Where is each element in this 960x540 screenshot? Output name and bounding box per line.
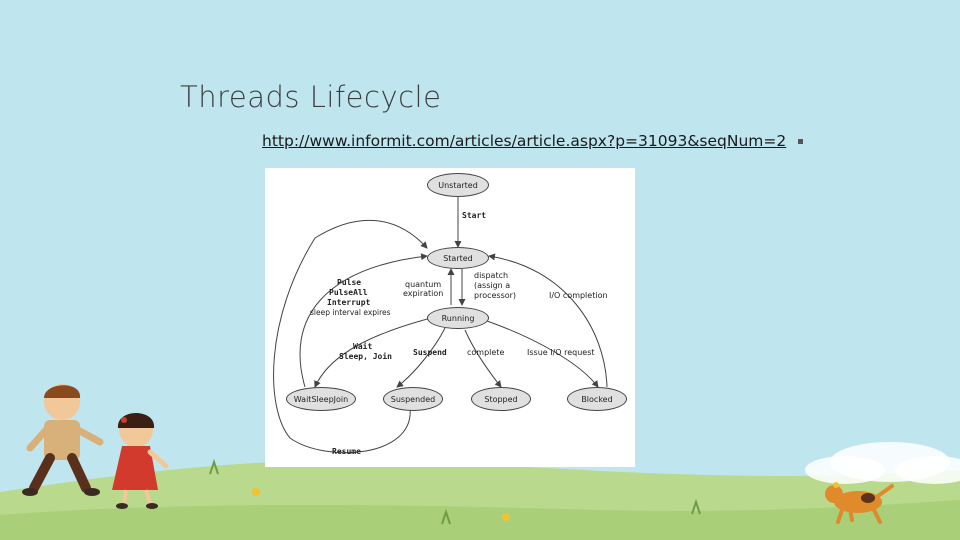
boy-illustration [22,384,100,496]
edge-suspend [397,328,445,387]
label-sleep-join: Sleep, Join [339,352,392,361]
label-dispatch: dispatch [474,271,508,280]
state-waitsleepjoin: WaitSleepJoin [286,387,356,411]
label-pulse: Pulse [337,278,361,287]
state-blocked: Blocked [567,387,627,411]
state-suspended: Suspended [383,387,443,411]
state-running: Running [427,307,489,329]
edge-complete [465,330,501,387]
label-pulseall: PulseAll [329,288,368,297]
label-assign: (assign a [474,281,510,290]
label-complete: complete [467,348,504,357]
label-processor: processor) [474,291,516,300]
state-unstarted: Unstarted [427,173,489,197]
label-quantum: quantum [405,280,441,289]
bullet-icon [798,139,803,144]
label-suspend: Suspend [413,348,447,357]
label-expiration: expiration [403,289,443,298]
edge-resume [274,220,427,452]
edge-pulse [300,256,427,387]
reference-link-row: http://www.informit.com/articles/article… [262,132,803,150]
thread-lifecycle-diagram: Unstarted Started Running WaitSleepJoin … [265,168,635,467]
slide-title: Threads Lifecycle [180,80,441,114]
state-stopped: Stopped [471,387,531,411]
reference-link[interactable]: http://www.informit.com/articles/article… [262,132,786,150]
label-interrupt: Interrupt [327,298,370,307]
label-wait: Wait [353,342,372,351]
label-issue-io: Issue I/O request [527,348,595,357]
label-io-completion: I/O completion [549,291,608,300]
label-start: Start [462,211,486,220]
state-started: Started [427,247,489,269]
label-sleep-expires: sleep interval expires [310,308,391,317]
label-resume: Resume [332,447,361,456]
